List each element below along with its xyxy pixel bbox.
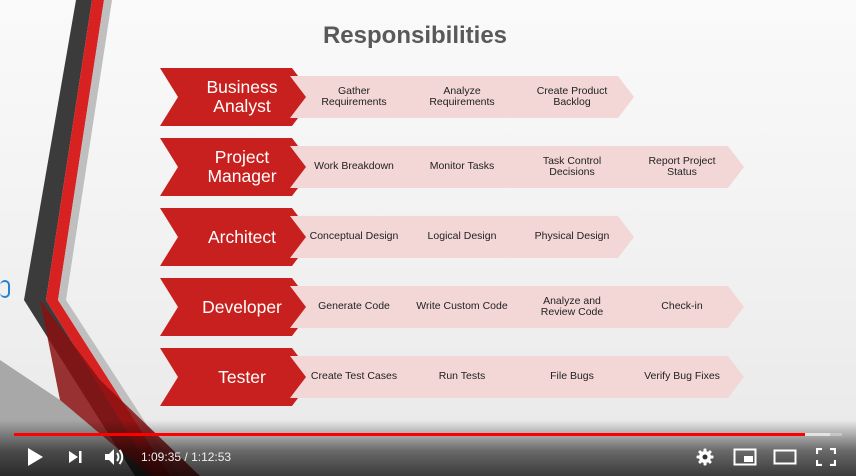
task-chevron: Report Project Status	[618, 146, 744, 188]
task-chevron-shape	[618, 146, 744, 188]
task-chevron: Check-in	[618, 286, 744, 328]
time-display: 1:09:35 / 1:12:53	[141, 448, 231, 466]
miniplayer-button[interactable]	[732, 446, 758, 468]
task-chevron-shape	[398, 216, 524, 258]
task-label: Run Tests	[438, 370, 486, 383]
task-label: Analyze Requirements	[429, 84, 495, 108]
task-chevron: Conceptual Design	[290, 216, 416, 258]
role-chevron: Architect	[160, 208, 314, 266]
role-chevron: Tester	[160, 348, 314, 406]
task-chevron-shape	[290, 286, 416, 328]
next-icon	[69, 451, 82, 463]
slide-title: Responsibilities	[322, 22, 508, 49]
task-chevron-shape	[508, 216, 634, 258]
role-chevron: Project Manager	[160, 138, 314, 196]
task-label: Conceptual Design	[309, 230, 399, 243]
task-chevron-shape	[508, 356, 634, 398]
progress-bar[interactable]	[14, 433, 842, 436]
miniplayer-icon	[733, 448, 757, 466]
player-controls-bar	[0, 420, 856, 476]
task-chevron-shape	[398, 146, 524, 188]
task-chevron-shape	[290, 216, 416, 258]
role-chevron: Developer	[160, 278, 314, 336]
role-chevron-shape	[160, 278, 314, 336]
task-chevron-shape	[398, 286, 524, 328]
task-label: Logical Design	[427, 230, 497, 243]
task-chevron-shape	[398, 356, 524, 398]
task-label: Monitor Tasks	[429, 160, 495, 173]
task-label: Create Product Backlog	[536, 84, 608, 108]
task-label: Write Custom Code	[416, 300, 508, 313]
role-label: Tester	[218, 366, 266, 387]
task-chevron: Write Custom Code	[398, 286, 524, 328]
task-chevron-shape	[290, 76, 416, 118]
task-chevron: Work Breakdown	[290, 146, 416, 188]
task-chevron: Generate Code	[290, 286, 416, 328]
fullscreen-icon	[816, 448, 836, 466]
task-chevron: Run Tests	[398, 356, 524, 398]
task-label: Report Project Status	[648, 154, 716, 178]
task-chevron-shape	[618, 286, 744, 328]
task-chevron: Verify Bug Fixes	[618, 356, 744, 398]
task-chevron: Physical Design	[508, 216, 634, 258]
theater-icon	[773, 449, 797, 465]
play-button[interactable]	[24, 446, 46, 468]
mute-button[interactable]	[102, 446, 128, 468]
task-chevron: Monitor Tasks	[398, 146, 524, 188]
settings-button[interactable]	[694, 446, 716, 468]
task-label: Analyze and Review Code	[540, 294, 604, 318]
task-chevron-shape	[508, 146, 634, 188]
edge-marker	[0, 280, 10, 298]
task-label: Verify Bug Fixes	[644, 370, 720, 383]
task-label: Generate Code	[318, 300, 390, 313]
task-chevron: Analyze Requirements	[398, 76, 524, 118]
task-chevron-shape	[290, 356, 416, 398]
task-chevron-shape	[398, 76, 524, 118]
task-chevron-shape	[508, 286, 634, 328]
task-chevron: Analyze and Review Code	[508, 286, 634, 328]
task-label: Gather Requirements	[321, 84, 387, 108]
task-chevron: Logical Design	[398, 216, 524, 258]
next-button[interactable]	[64, 446, 86, 468]
role-label: Project Manager	[207, 147, 277, 186]
task-label: Check-in	[661, 300, 703, 313]
role-chevron-shape	[160, 138, 314, 196]
task-label: File Bugs	[550, 370, 594, 383]
time-separator: /	[181, 450, 192, 464]
play-icon	[28, 448, 43, 466]
role-label: Architect	[207, 226, 277, 247]
progress-played	[14, 433, 805, 436]
task-chevron-shape	[508, 76, 634, 118]
task-label: Work Breakdown	[314, 160, 394, 173]
task-label: Create Test Cases	[310, 370, 398, 383]
task-chevron: Task Control Decisions	[508, 146, 634, 188]
fullscreen-button[interactable]	[814, 446, 838, 468]
task-label: Physical Design	[534, 230, 610, 243]
volume-icon	[105, 449, 124, 465]
current-time: 1:09:35	[141, 450, 182, 464]
task-chevron: Create Test Cases	[290, 356, 416, 398]
task-chevron: Create Product Backlog	[508, 76, 634, 118]
settings-icon	[696, 448, 714, 466]
task-chevron: File Bugs	[508, 356, 634, 398]
task-chevron-shape	[290, 146, 416, 188]
role-chevron-shape	[160, 208, 314, 266]
duration: 1:12:53	[191, 450, 232, 464]
role-chevron-shape	[160, 68, 314, 126]
role-label: Business Analyst	[206, 77, 278, 116]
task-chevron-shape	[618, 356, 744, 398]
role-chevron-shape	[160, 348, 314, 406]
theater-mode-button[interactable]	[772, 446, 798, 468]
role-label: Developer	[202, 296, 282, 317]
task-chevron: Gather Requirements	[290, 76, 416, 118]
role-chevron: Business Analyst	[160, 68, 314, 126]
task-label: Task Control Decisions	[542, 154, 602, 178]
